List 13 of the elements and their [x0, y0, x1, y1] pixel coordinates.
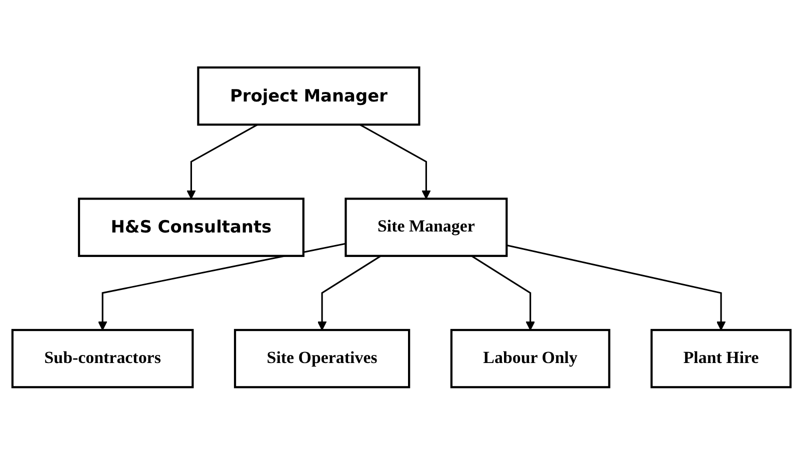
node-box: Sub-contractors: [11, 328, 194, 388]
arrow: [471, 254, 535, 330]
arrow: [317, 254, 382, 330]
arrow: [506, 244, 726, 330]
arrow: [186, 124, 258, 199]
node-box: Site Operatives: [234, 328, 410, 388]
arrow: [359, 124, 431, 199]
node-box: Labour Only: [450, 328, 610, 388]
arrow: [98, 242, 346, 330]
node-box: Project Manager: [197, 66, 420, 126]
node-box: Site Manager: [344, 197, 508, 257]
node-box: Plant Hire: [650, 328, 792, 388]
node-box: H&S Consultants: [78, 197, 304, 257]
